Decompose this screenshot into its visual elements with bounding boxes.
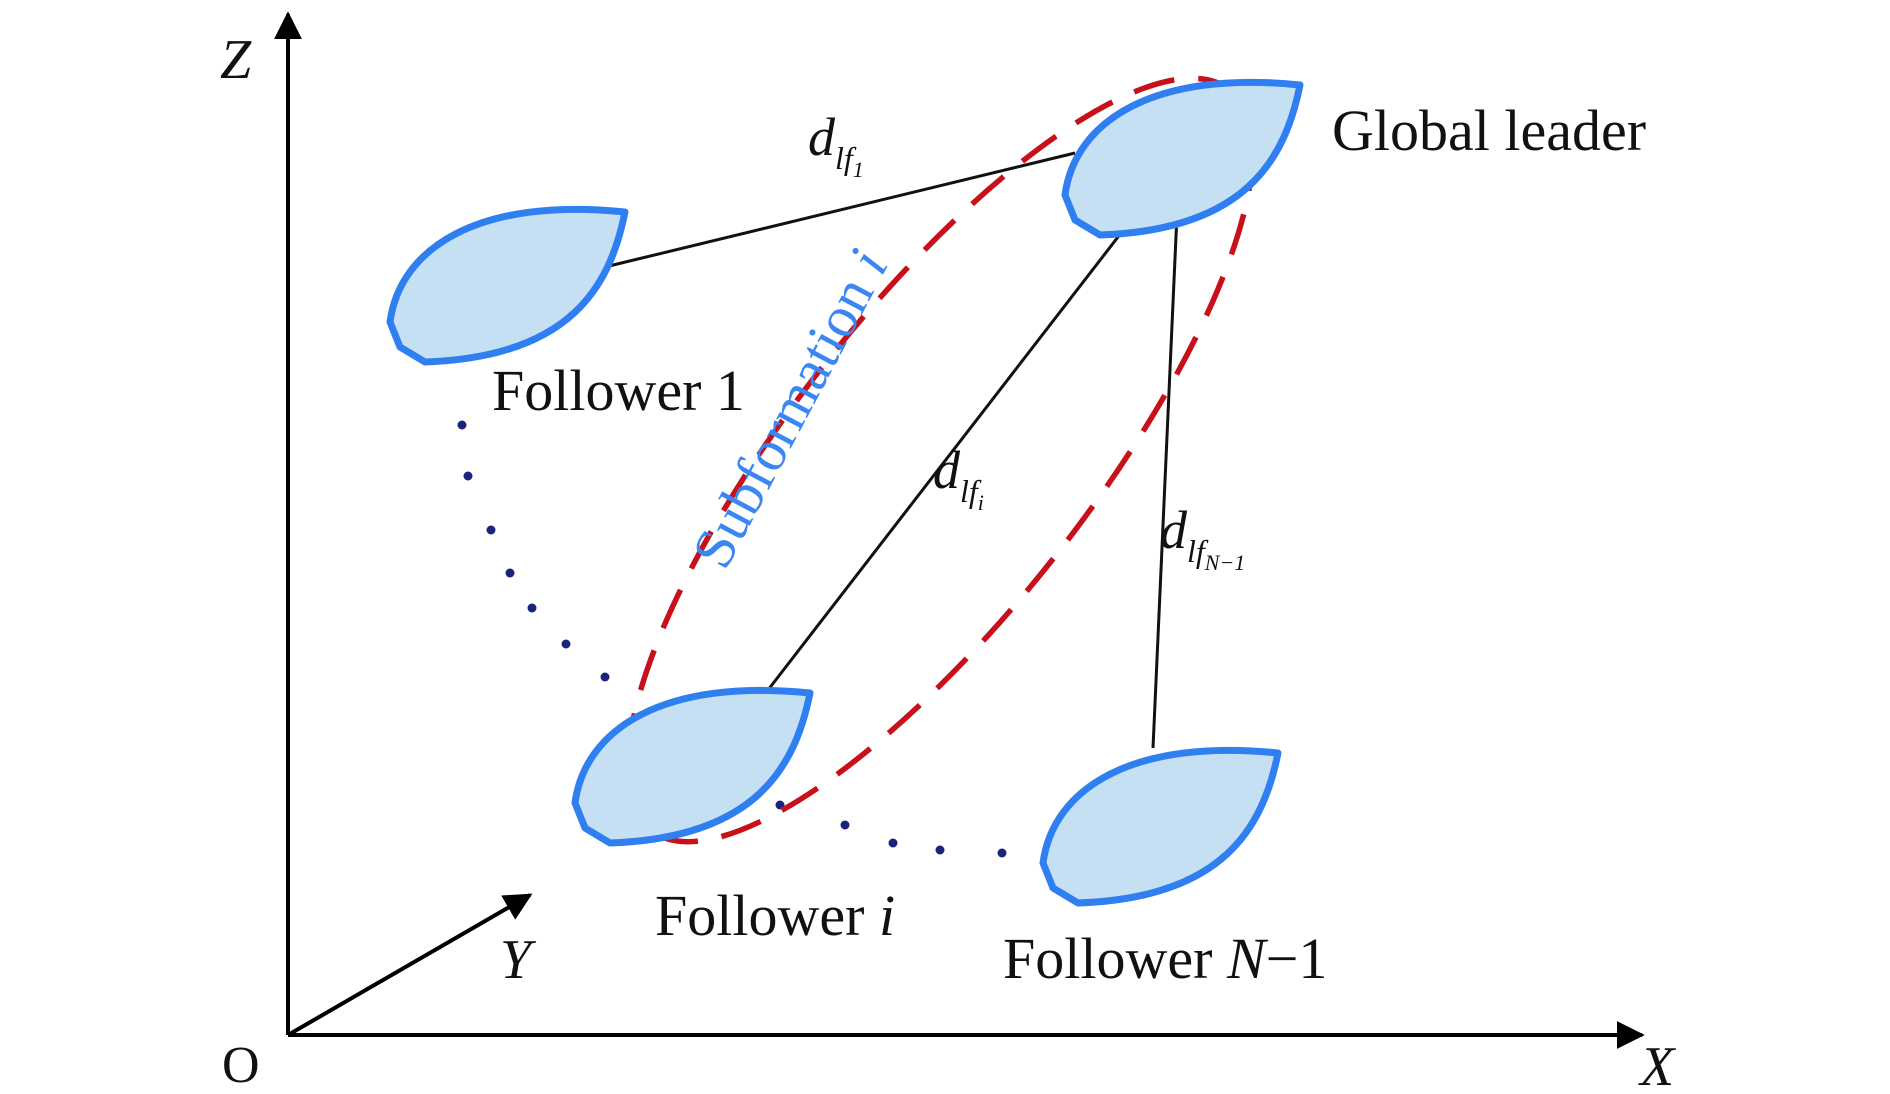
distance-subscript: lf [960, 473, 982, 509]
followeri-prefix: Follower [655, 883, 879, 948]
agent-labels: Global leader Follower 1 Follower i Foll… [492, 98, 1646, 991]
link-leader-followeri [766, 223, 1130, 691]
follower1-label: Follower 1 [492, 358, 745, 423]
followeri-index: i [879, 883, 895, 948]
dotted-connections [457, 420, 1007, 858]
dot [840, 820, 850, 830]
distance-symbol: d [933, 440, 961, 500]
distance-subscript: lf [835, 140, 857, 176]
z-axis-label: Z [220, 29, 252, 91]
leader-label: Global leader [1332, 98, 1646, 163]
followerN-index: N [1226, 926, 1269, 991]
dot [997, 848, 1007, 858]
distance-label-i: dlfi [933, 440, 984, 515]
follower1-boat [390, 209, 625, 362]
followeri-label: Follower i [655, 883, 895, 948]
followerN-label: Follower N−1 [1003, 926, 1327, 991]
x-axis-label: X [1638, 1036, 1677, 1094]
followerN-suffix: −1 [1266, 926, 1328, 991]
distance-symbol: d [808, 107, 836, 167]
dot [463, 471, 473, 481]
distance-label-N: dlfN−1 [1160, 500, 1245, 575]
distance-subsubscript: 1 [853, 157, 864, 182]
followerN-prefix: Follower [1003, 926, 1227, 991]
distance-subsubscript: N−1 [1204, 550, 1246, 575]
y-axis-label: Y [500, 929, 537, 991]
link-leader-followerN [1151, 213, 1179, 749]
dot [486, 525, 496, 535]
dot [935, 845, 945, 855]
dot [600, 672, 610, 682]
distance-subscript: lf [1187, 533, 1209, 569]
distance-label-1: dlf1 [808, 107, 864, 182]
origin-label: O [222, 1037, 260, 1094]
links [604, 151, 1179, 749]
distance-labels: dlf1 dlfi dlfN−1 [808, 107, 1245, 575]
dot [457, 420, 467, 430]
dot [505, 568, 515, 578]
distance-subsubscript: i [978, 490, 984, 515]
link-leader-follower1 [604, 151, 1076, 269]
followerN-boat [1043, 750, 1278, 903]
axes: Z X Y O [220, 11, 1677, 1094]
dot [561, 639, 571, 649]
dot [888, 838, 898, 848]
distance-symbol: d [1160, 500, 1188, 560]
y-axis [286, 893, 533, 1037]
leader-boat [1065, 82, 1300, 235]
dot [527, 603, 537, 613]
followeri-boat [575, 690, 810, 843]
